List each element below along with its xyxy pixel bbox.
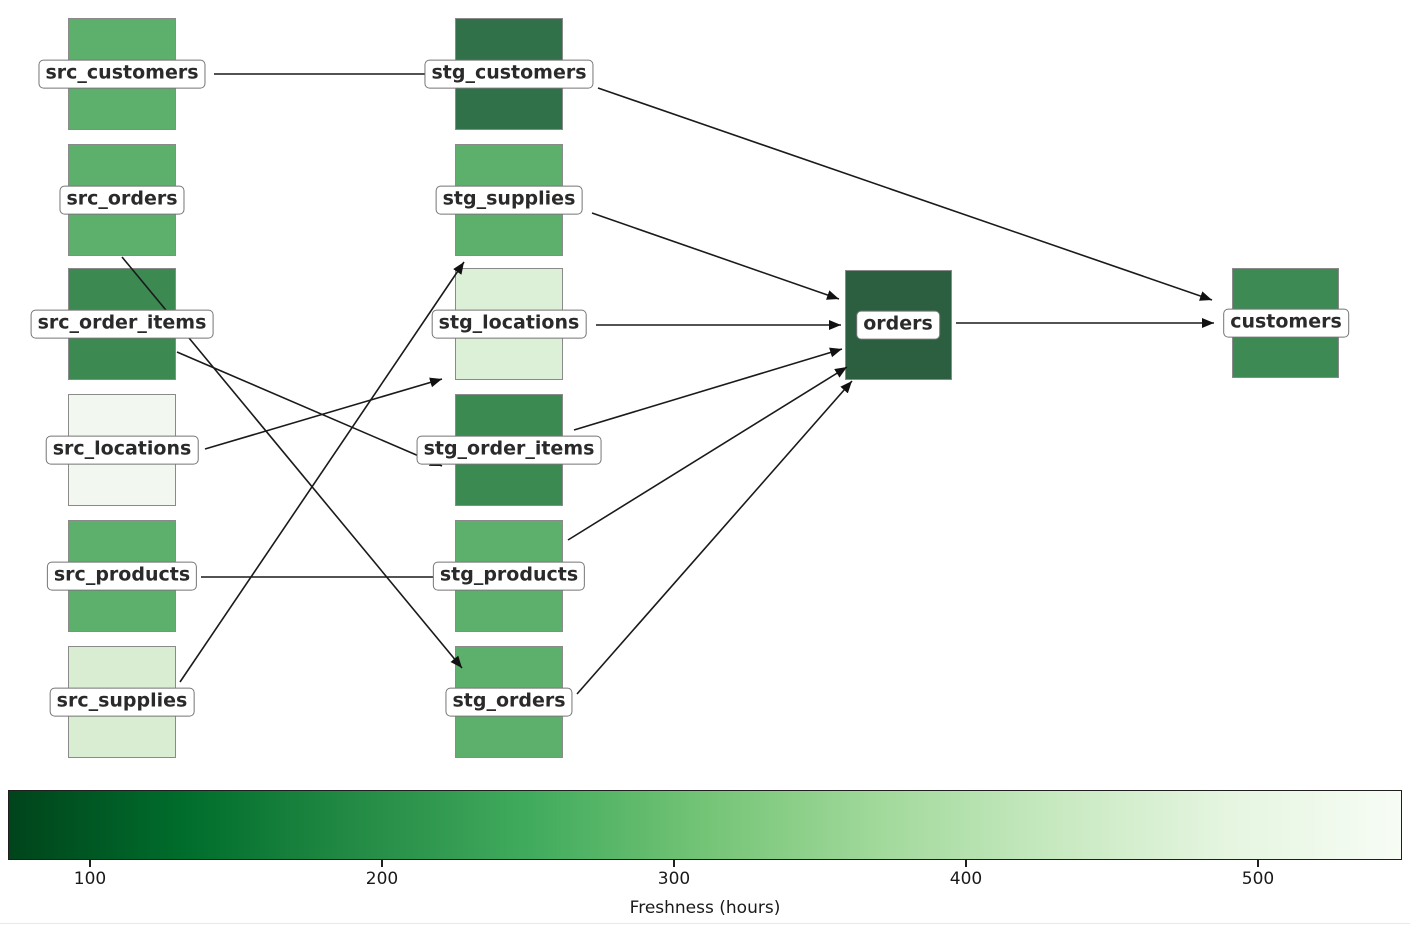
node-label-stg_customers: stg_customers — [424, 59, 594, 89]
colorbar-tick-label-300: 300 — [657, 869, 691, 889]
edge-stg_supplies-orders — [591, 212, 840, 300]
edge-stg_customers-customers — [597, 87, 1213, 301]
node-label-src_order_items: src_order_items — [30, 309, 214, 339]
edge-src_supplies-stg_supplies — [179, 261, 465, 683]
edge-stg_products-orders — [567, 366, 848, 541]
node-label-src_customers: src_customers — [38, 59, 206, 89]
node-label-stg_products: stg_products — [432, 561, 586, 591]
node-label-orders: orders — [856, 310, 940, 340]
colorbar-tick-300 — [673, 860, 675, 867]
node-label-stg_supplies: stg_supplies — [435, 185, 583, 215]
edge-stg_orders-orders — [576, 380, 853, 695]
colorbar-tick-label-100: 100 — [73, 869, 107, 889]
colorbar-axis-label: Freshness (hours) — [629, 898, 781, 918]
node-label-src_products: src_products — [46, 561, 198, 591]
node-label-src_locations: src_locations — [45, 435, 199, 465]
colorbar — [8, 790, 1402, 860]
edge-src_order_items-stg_order_items — [176, 351, 443, 467]
colorbar-tick-100 — [89, 860, 91, 867]
node-label-stg_locations: stg_locations — [431, 309, 587, 339]
colorbar-tick-200 — [381, 860, 383, 867]
colorbar-tick-500 — [1257, 860, 1259, 867]
node-label-src_supplies: src_supplies — [49, 687, 195, 717]
node-label-stg_order_items: stg_order_items — [416, 435, 602, 465]
colorbar-tick-400 — [965, 860, 967, 867]
colorbar-tick-label-500: 500 — [1241, 869, 1275, 889]
node-label-customers: customers — [1223, 308, 1349, 338]
edge-src_locations-stg_locations — [204, 377, 443, 450]
edge-stg_order_items-orders — [573, 347, 843, 431]
colorbar-tick-label-200: 200 — [365, 869, 399, 889]
colorbar-tick-label-400: 400 — [949, 869, 983, 889]
node-label-src_orders: src_orders — [59, 185, 185, 215]
bottom-edge-line — [0, 923, 1410, 924]
node-label-stg_orders: stg_orders — [445, 687, 573, 717]
